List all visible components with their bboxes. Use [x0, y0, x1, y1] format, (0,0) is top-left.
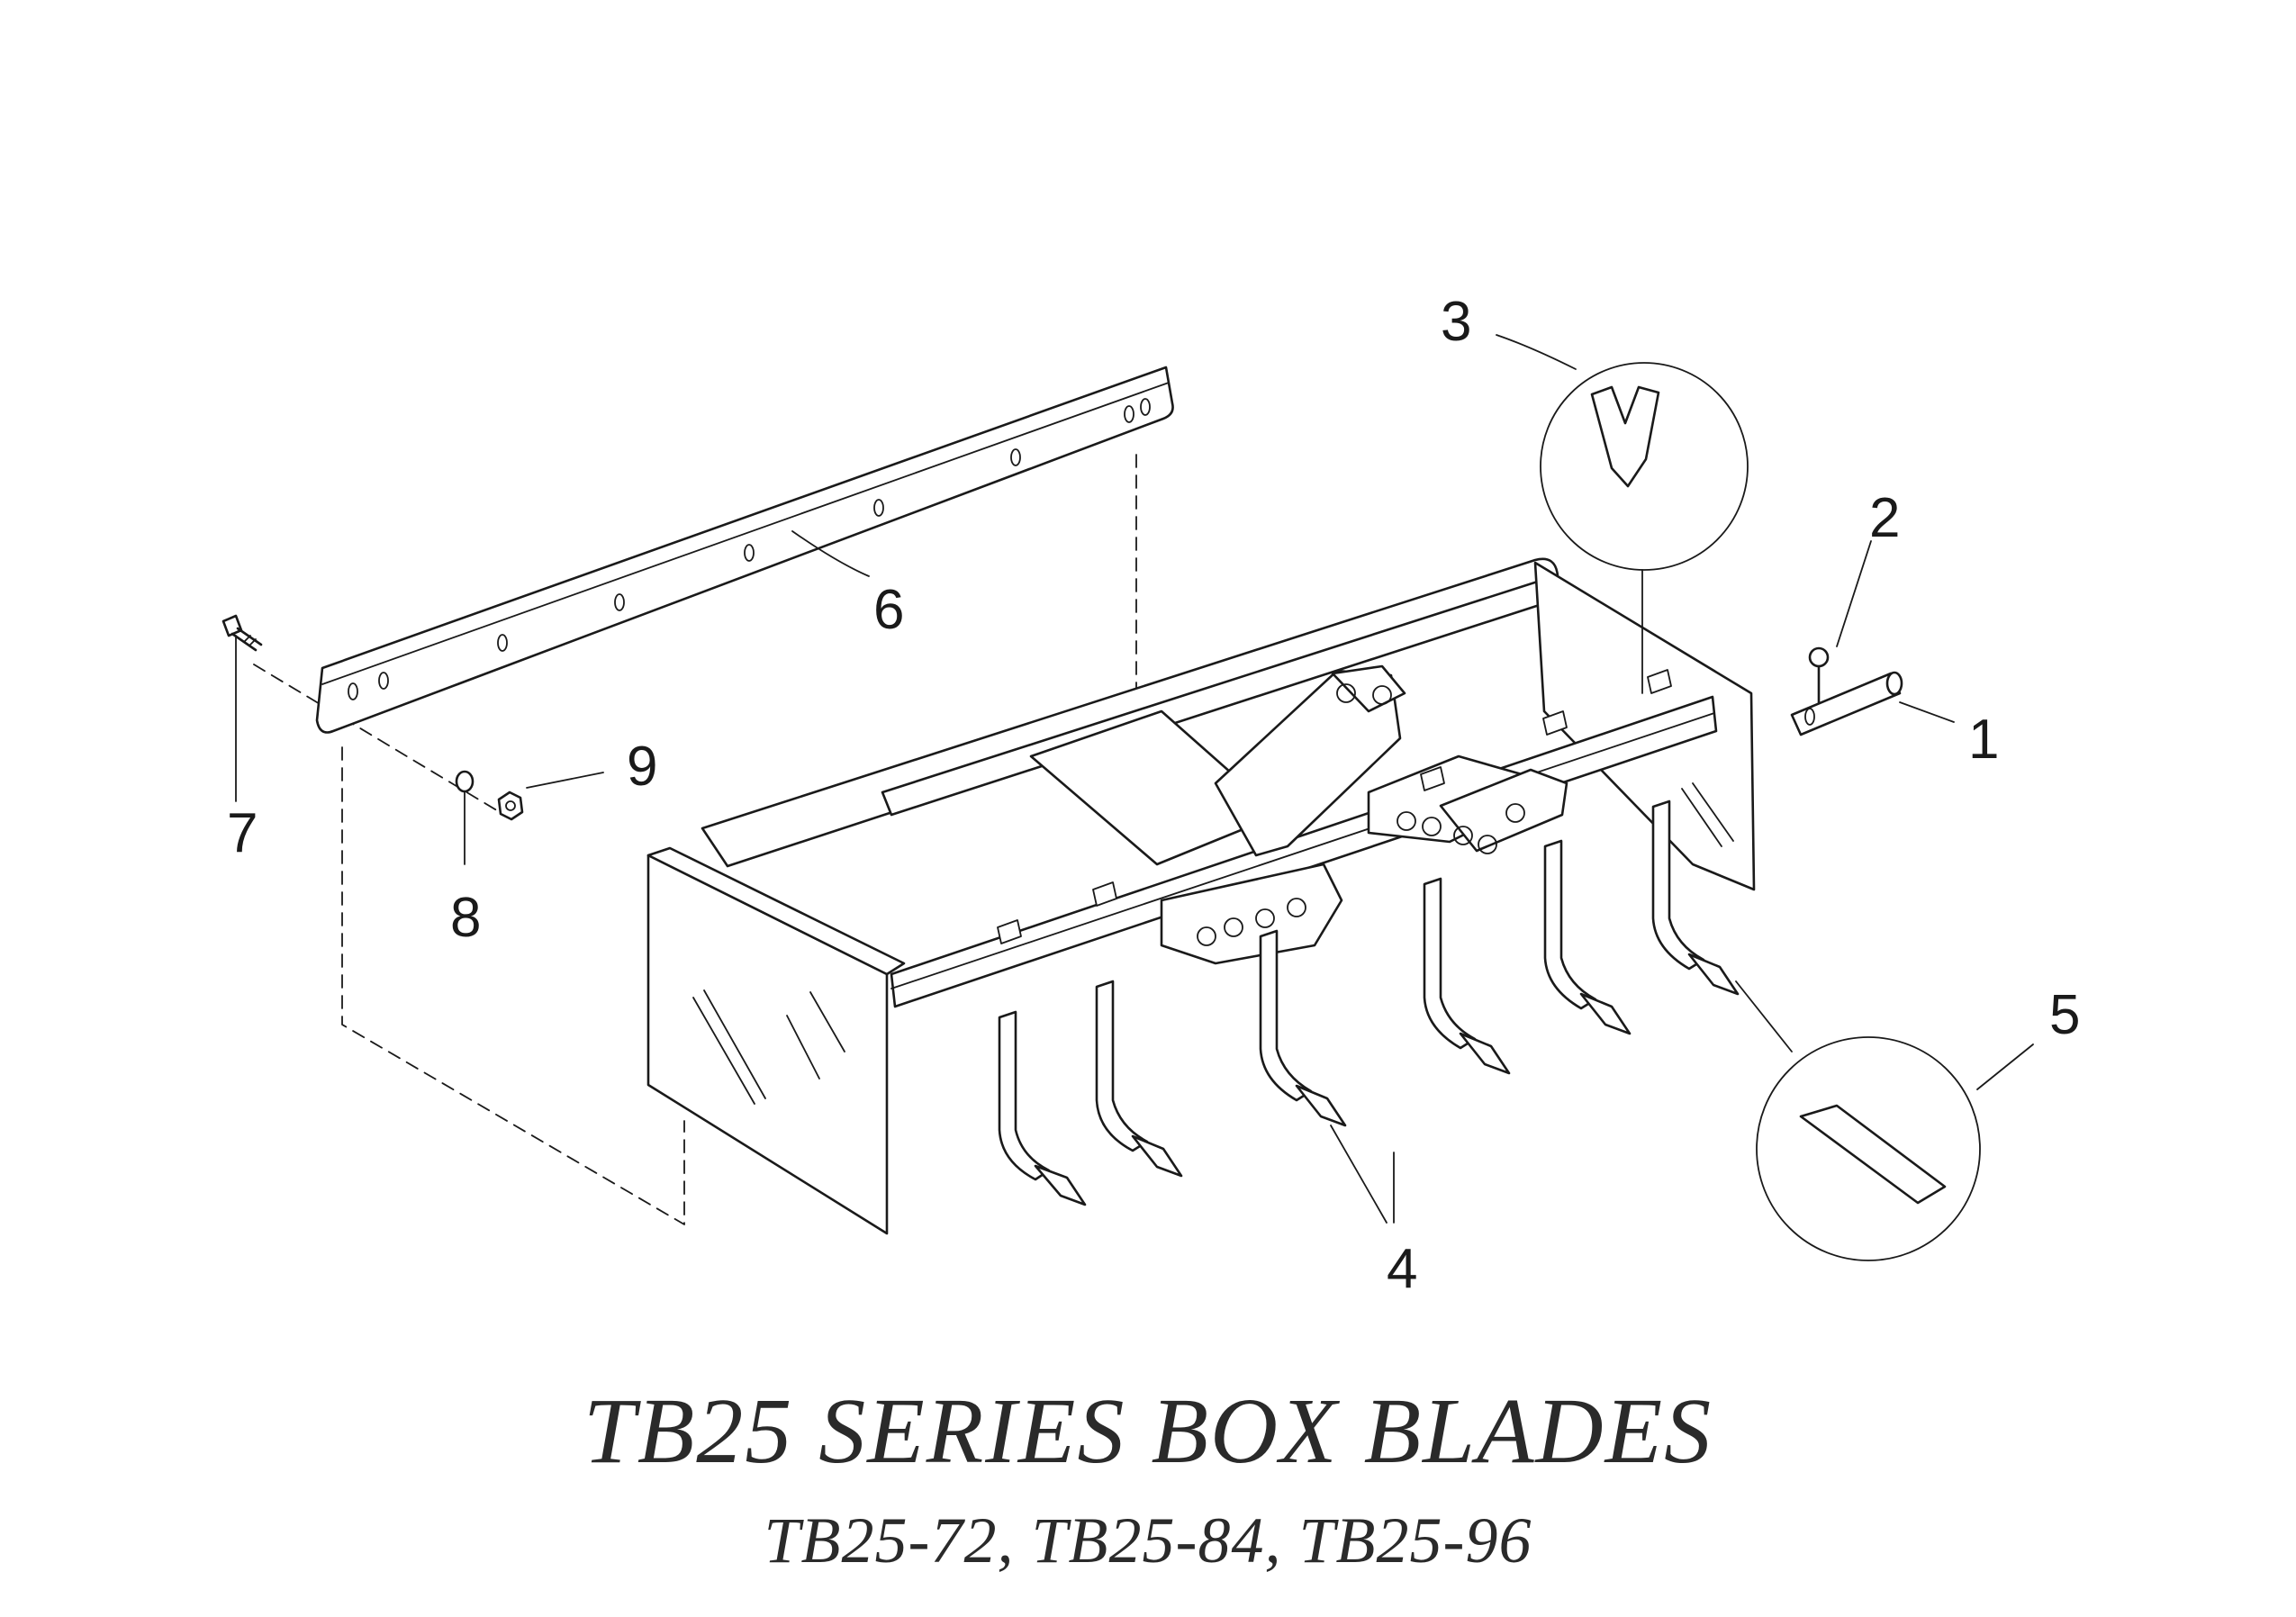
- linch-pin: [1808, 646, 1830, 704]
- callout-5: 5: [2049, 984, 2080, 1046]
- callout-6: 6: [873, 579, 904, 641]
- hitch-pin: [1790, 671, 1903, 736]
- callout-2: 2: [1869, 487, 1900, 549]
- callout-8: 8: [450, 887, 481, 949]
- lock-washer: [455, 770, 475, 865]
- alignment-dashes: [253, 454, 1137, 1225]
- bolt: [221, 614, 263, 802]
- hex-nut: [497, 790, 524, 821]
- detail-bubble-tooth: [1735, 980, 1981, 1261]
- callout-1: 1: [1968, 709, 1999, 771]
- leader-lines: [526, 334, 2034, 1224]
- callout-7: 7: [227, 802, 258, 864]
- callout-numbers: 1 2 3 4 5 6 7 8 9: [227, 291, 2080, 1300]
- diagram-title: TB25 SERIES BOX BLADES: [583, 1379, 1713, 1483]
- cutting-edge-bar: [315, 366, 1174, 734]
- callout-4: 4: [1387, 1238, 1417, 1300]
- scarifier-shanks: [997, 669, 1740, 1206]
- hitch-a-frame: [1029, 664, 1568, 965]
- detail-bubble-shank: [1540, 362, 1749, 694]
- model-list: TB25-72, TB25-84, TB25-96: [764, 1504, 1532, 1576]
- callout-3: 3: [1441, 291, 1471, 353]
- callout-9: 9: [627, 736, 657, 798]
